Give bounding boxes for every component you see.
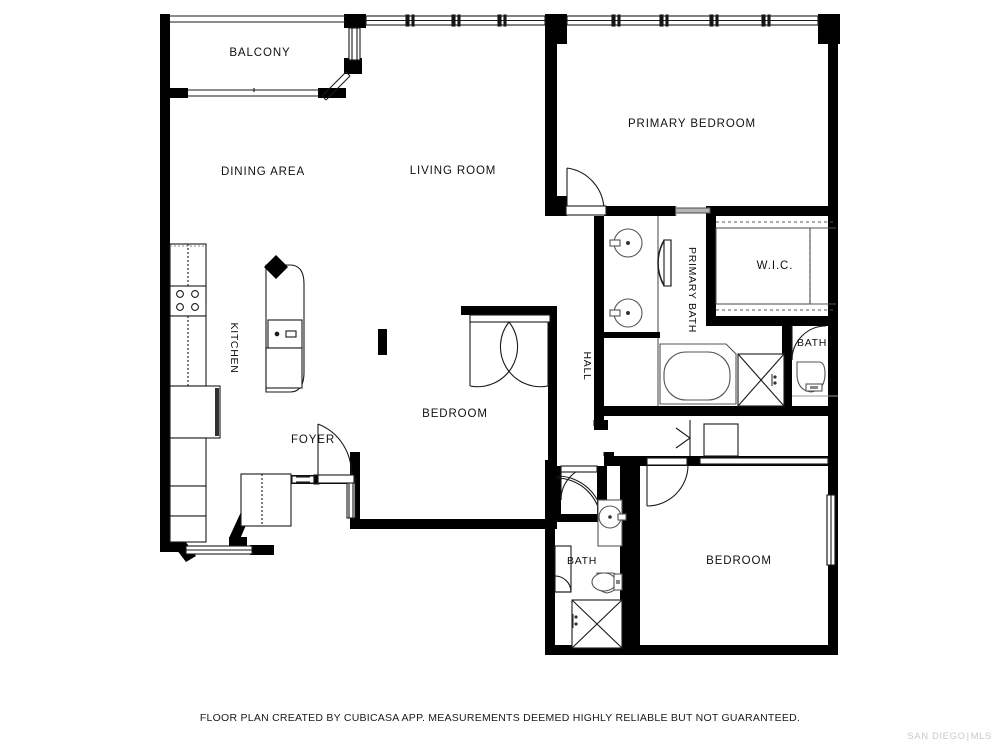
closet-doors-middle-bedroom — [469, 314, 551, 388]
room-label-kitchen: KITCHEN — [228, 323, 240, 374]
mls-separator: | — [966, 731, 970, 742]
window-band-living — [365, 14, 546, 27]
primary-bath-vanity-wall-end — [604, 332, 660, 338]
window-lower-left — [185, 545, 253, 555]
room-label-bath-lower: BATH — [567, 555, 597, 567]
wic-shelving — [715, 221, 836, 311]
primary-bath-pocket-door — [675, 206, 711, 216]
room-label-dining-area: DINING AREA — [221, 166, 305, 178]
structural-column — [378, 329, 387, 355]
room-label-bath-upper: BATH — [797, 337, 827, 349]
room-label-hall: HALL — [581, 351, 593, 380]
mls-region-label: SAN DIEGO — [907, 731, 966, 742]
lower-hall-doors — [560, 457, 829, 507]
disclaimer-text: FLOOR PLAN CREATED BY CUBICASA APP. MEAS… — [199, 712, 801, 724]
room-label-foyer: FOYER — [291, 434, 335, 446]
balcony-slider-diagonal — [321, 71, 351, 101]
window-lower-bedroom — [826, 494, 836, 566]
room-label-bedroom-lower: BEDROOM — [706, 555, 772, 567]
primary-bath-shower — [737, 353, 785, 407]
room-label-living-room: LIVING ROOM — [410, 165, 497, 177]
primary-bath-door — [657, 239, 672, 287]
foyer-door — [291, 423, 355, 485]
balcony-slider-vertical — [348, 27, 361, 61]
primary-bath-tub — [659, 343, 737, 405]
room-label-bedroom-middle: BEDROOM — [422, 408, 488, 420]
room-label-primary-bath: PRIMARY BATH — [686, 247, 698, 333]
thin-linework — [169, 14, 838, 649]
primary-bedroom-door — [565, 167, 607, 216]
mls-label: MLS — [970, 731, 992, 742]
kitchen-fixtures — [169, 243, 292, 543]
primary-bath-vanity — [604, 216, 660, 406]
bath-lower-fixtures — [554, 475, 627, 649]
room-label-primary-bedroom: PRIMARY BEDROOM — [628, 118, 756, 130]
kitchen-island — [264, 255, 305, 393]
room-labels: BALCONY DINING AREA LIVING ROOM KITCHEN … — [221, 47, 827, 567]
mls-watermark: SAN DIEGO|MLS — [907, 731, 992, 742]
entry-window-foyer — [346, 477, 356, 519]
room-label-wic: W.I.C. — [757, 260, 794, 272]
hall-linen-closet — [675, 420, 739, 457]
balcony-rail — [170, 15, 346, 97]
room-label-balcony: BALCONY — [229, 47, 290, 59]
window-band-primary — [566, 14, 819, 27]
bath-upper-fixtures — [791, 325, 838, 397]
